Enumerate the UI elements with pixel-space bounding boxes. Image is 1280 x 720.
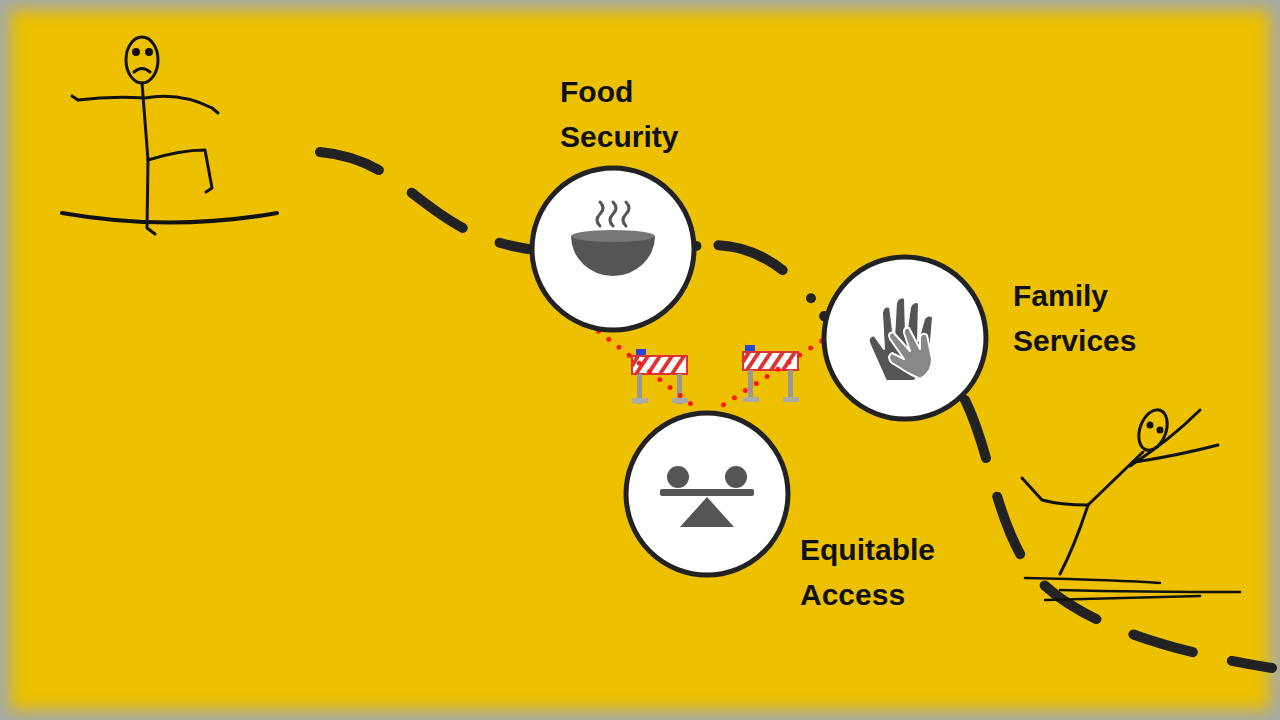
- node-label: Family Services: [1013, 273, 1173, 363]
- dashed-connector: [696, 245, 824, 316]
- node-label: Food Security: [560, 69, 710, 159]
- balancing-figure: [62, 37, 277, 234]
- dotted-connector: [599, 331, 700, 411]
- barricade: [743, 340, 799, 402]
- node-label: Equitable Access: [800, 527, 970, 617]
- service-circle: Food Security: [528, 164, 698, 334]
- falling-figure: [1022, 406, 1240, 600]
- circle-outline: [528, 164, 698, 334]
- service-circle: Equitable Access: [622, 409, 792, 579]
- dashed-path: [320, 152, 1272, 668]
- service-circle: Family Services: [820, 253, 990, 423]
- circle-outline: [820, 253, 990, 423]
- circle-outline: [622, 409, 792, 579]
- dotted-connector: [714, 341, 821, 411]
